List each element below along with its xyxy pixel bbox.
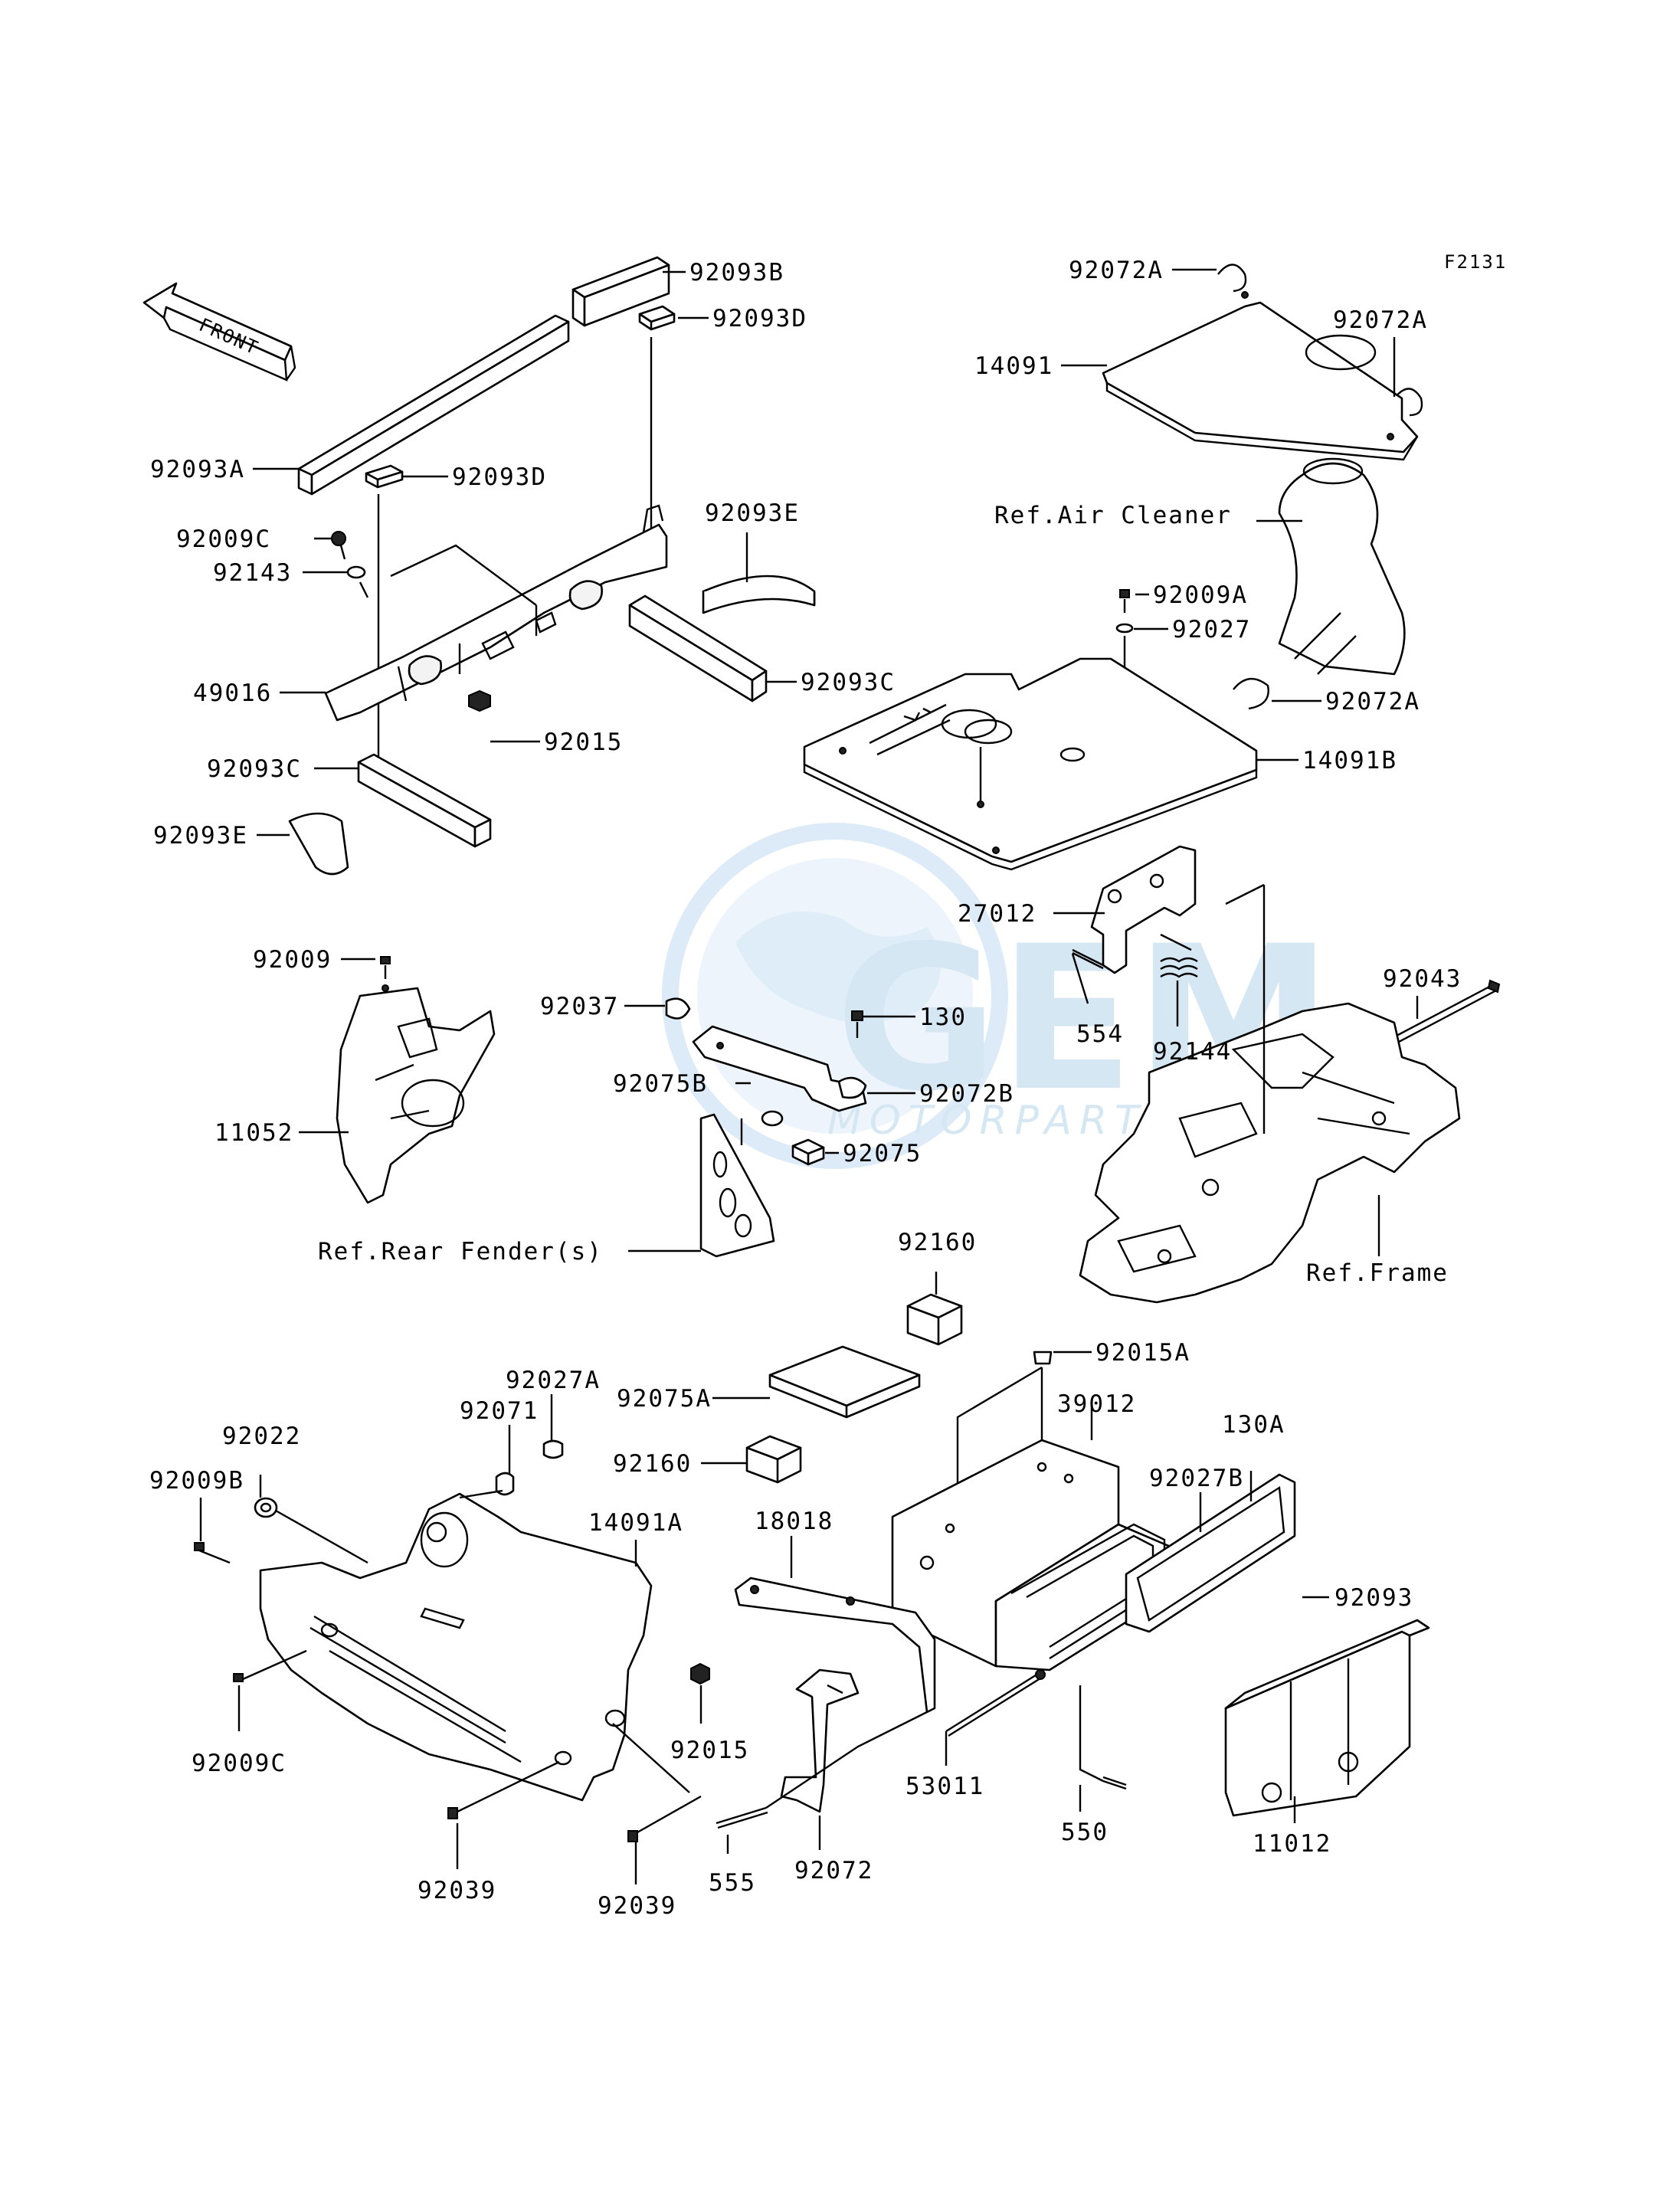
- part-label[interactable]: 550: [1061, 1819, 1109, 1846]
- part-label[interactable]: 92144: [1153, 1038, 1232, 1066]
- part-label[interactable]: 92093: [1335, 1584, 1413, 1612]
- part-label[interactable]: 92071: [460, 1397, 539, 1425]
- part-label[interactable]: 39012: [1057, 1390, 1136, 1418]
- part-label[interactable]: 92093C: [207, 755, 302, 783]
- part-label[interactable]: 92039: [598, 1892, 676, 1920]
- part-label[interactable]: 27012: [958, 900, 1036, 928]
- part-label[interactable]: 11052: [215, 1119, 293, 1147]
- part-label[interactable]: 92009C: [192, 1750, 287, 1777]
- part-label[interactable]: 92015: [544, 729, 623, 756]
- part-label[interactable]: 92039: [418, 1877, 496, 1904]
- part-label[interactable]: Ref.Air Cleaner: [994, 502, 1232, 529]
- part-label[interactable]: Ref.Frame: [1306, 1259, 1449, 1287]
- part-label[interactable]: 555: [709, 1869, 756, 1897]
- part-label[interactable]: 92022: [222, 1423, 301, 1450]
- part-label[interactable]: 92093D: [712, 305, 807, 332]
- part-label[interactable]: 92160: [898, 1229, 977, 1256]
- part-label[interactable]: 92027B: [1149, 1465, 1244, 1492]
- part-label[interactable]: 14091: [974, 352, 1053, 380]
- part-label[interactable]: 92015A: [1095, 1339, 1190, 1367]
- part-label[interactable]: 92015: [670, 1737, 749, 1764]
- part-label[interactable]: 92075A: [617, 1385, 712, 1413]
- part-label[interactable]: 92043: [1383, 965, 1462, 993]
- watermark-sub: MOTORPARTS: [827, 1098, 1180, 1144]
- part-label[interactable]: 92072A: [1333, 306, 1428, 334]
- part-label[interactable]: 92093D: [452, 463, 547, 491]
- part-label[interactable]: 11012: [1253, 1830, 1331, 1858]
- part-label[interactable]: 18018: [755, 1508, 833, 1535]
- part-label[interactable]: 92027: [1172, 616, 1251, 643]
- part-label[interactable]: 92009B: [149, 1467, 244, 1495]
- part-label[interactable]: 130: [919, 1004, 967, 1031]
- part-labels: 92093B 92093D 92093A 92093D 92009C 92143…: [149, 257, 1462, 1920]
- part-label[interactable]: 92093E: [153, 822, 248, 850]
- part-label[interactable]: 92009C: [176, 526, 271, 553]
- part-label[interactable]: 92075: [843, 1140, 922, 1167]
- part-label[interactable]: 92093E: [705, 499, 800, 527]
- part-label[interactable]: 92027A: [506, 1367, 601, 1394]
- part-drawings-upper-left: [288, 256, 816, 876]
- part-label[interactable]: 14091B: [1302, 747, 1397, 774]
- part-label[interactable]: 92037: [540, 993, 619, 1020]
- part-label[interactable]: 92143: [213, 559, 292, 587]
- part-label[interactable]: 14091A: [588, 1509, 683, 1537]
- part-drawings-middle: [336, 845, 1501, 1304]
- part-label[interactable]: 49016: [193, 679, 272, 707]
- part-label[interactable]: 92093A: [150, 456, 245, 483]
- part-label[interactable]: 92093B: [689, 259, 784, 286]
- part-label[interactable]: 53011: [905, 1773, 984, 1800]
- part-label[interactable]: 92093C: [801, 669, 896, 696]
- part-label[interactable]: 130A: [1222, 1411, 1285, 1439]
- front-arrow-icon: FRONT: [142, 282, 296, 381]
- part-label[interactable]: 554: [1076, 1020, 1124, 1048]
- part-label[interactable]: 92072B: [919, 1080, 1014, 1108]
- part-label[interactable]: Ref.Rear Fender(s): [318, 1238, 603, 1265]
- part-drawings-bottom: [194, 1293, 1430, 1842]
- part-label[interactable]: 92160: [613, 1450, 692, 1478]
- part-label[interactable]: 92009A: [1153, 581, 1248, 609]
- part-label[interactable]: 92072A: [1069, 257, 1164, 284]
- leader-lines: [199, 268, 1419, 1884]
- part-drawings-upper-right: [803, 264, 1423, 871]
- diagram-code: F2131: [1444, 251, 1507, 273]
- part-label[interactable]: 92072A: [1325, 688, 1420, 715]
- watermark-globe-icon: [662, 823, 1008, 1169]
- part-label[interactable]: 92072: [794, 1857, 873, 1884]
- part-label[interactable]: 92009: [253, 946, 332, 974]
- part-label[interactable]: 92075B: [613, 1070, 708, 1098]
